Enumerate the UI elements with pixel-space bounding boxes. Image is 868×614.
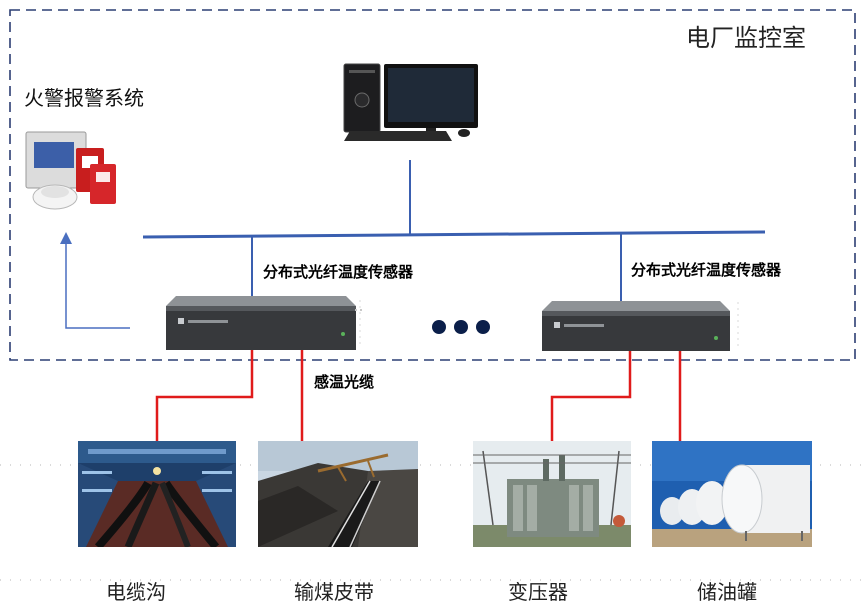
site-label-transformer: 变压器 xyxy=(508,580,568,604)
site-label-coal-belt: 输煤皮带 xyxy=(294,580,374,604)
ellipsis-dot-3 xyxy=(476,320,490,334)
sensor-1-label: 分布式光纤温度传感器 xyxy=(263,263,414,281)
ellipsis-dot-2 xyxy=(454,320,468,334)
fiber-cable-transformer xyxy=(550,351,632,441)
monitor-screen xyxy=(388,68,474,122)
cable-label: 感温光缆 xyxy=(314,373,375,391)
oil-tank-photo xyxy=(652,441,812,547)
cable-trench-photo xyxy=(78,441,236,547)
sensor-1-body xyxy=(166,306,356,350)
control-room-boundary xyxy=(9,9,856,361)
fire-alarm-title: 火警报警系统 xyxy=(24,86,144,110)
desktop-computer xyxy=(343,63,478,141)
ellipsis-dot-1 xyxy=(432,320,446,334)
sensor-2-body xyxy=(542,311,730,351)
fiber-cable-cable-trench xyxy=(155,350,254,443)
site-label-oil-tank: 储油罐 xyxy=(697,580,757,604)
sensor-device-1 xyxy=(166,296,362,350)
network-bus xyxy=(142,230,766,239)
control-room-title: 电厂监控室 xyxy=(686,24,806,52)
site-label-cable-trench: 电缆沟 xyxy=(106,580,166,604)
keyboard xyxy=(344,131,452,141)
alarm-arrow-line xyxy=(65,240,130,329)
coal-belt-photo xyxy=(258,441,418,547)
fire-alarm-equipment xyxy=(25,131,116,210)
transformer-photo xyxy=(473,441,631,547)
alarm-arrow-head xyxy=(60,232,72,244)
mouse xyxy=(458,129,470,137)
sensor-device-2 xyxy=(542,301,739,351)
sensor-2-label: 分布式光纤温度传感器 xyxy=(631,261,782,279)
